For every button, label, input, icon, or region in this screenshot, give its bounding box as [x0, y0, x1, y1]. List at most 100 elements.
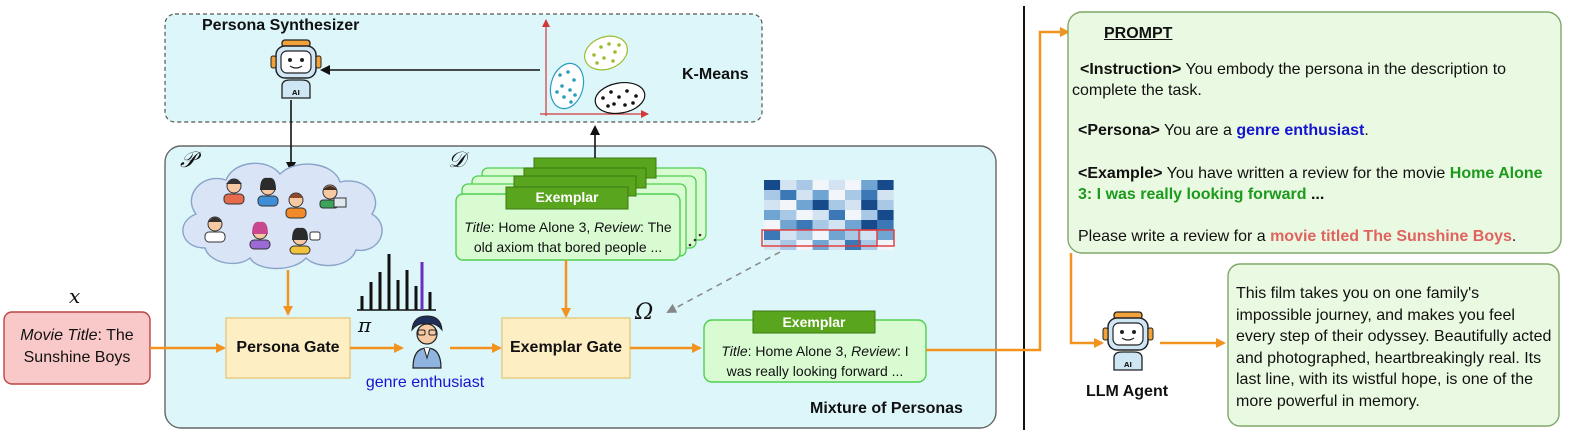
- synthesizer-title: Persona Synthesizer: [202, 17, 360, 34]
- request-end: .: [1511, 228, 1517, 245]
- heatmap-cell: [764, 180, 781, 190]
- exemplar-stack-tab: Exemplar: [535, 189, 599, 205]
- heatmap-cell: [780, 220, 797, 230]
- persona-avatars: [204, 177, 347, 255]
- persona-tag: <Persona>: [1078, 122, 1160, 139]
- heatmap-cell: [812, 230, 829, 240]
- selected-exemplar-text: Title: Home Alone 3, Review: I was reall…: [708, 341, 922, 381]
- selected-persona-label: genre enthusiast: [365, 374, 485, 391]
- kmeans-scatter-icon: [540, 19, 649, 118]
- selected-exemplar-tab: [752, 310, 876, 334]
- heatmap-cell: [828, 220, 845, 230]
- heatmap-cell: [861, 190, 878, 200]
- heatmap-cell: [861, 230, 878, 240]
- heatmap-cell: [764, 210, 781, 220]
- selected-exemplar-tab-label: Exemplar: [782, 314, 846, 330]
- heatmap-cell: [828, 240, 845, 250]
- heatmap-cell: [764, 200, 781, 210]
- example-end: ...: [1306, 186, 1325, 203]
- heatmap-cell: [877, 240, 894, 250]
- persona-gate-label: Persona Gate: [236, 339, 340, 356]
- persona-avatar-icon: [285, 192, 307, 219]
- heatmap-cell: [796, 180, 813, 190]
- heatmap-cell: [764, 190, 781, 200]
- heatmap-cell: [796, 230, 813, 240]
- exemplar-review-value: : The old axiom that bored people ...: [473, 219, 672, 255]
- heatmap-cell: [780, 240, 797, 250]
- exemplar-gate-box: [501, 317, 631, 379]
- svg-text:AI: AI: [292, 89, 300, 97]
- heatmap-cell: [828, 200, 845, 210]
- selected-review-value: : I was really looking forward ...: [726, 343, 909, 379]
- prompt-to-agent-arrow: [1069, 253, 1104, 348]
- heatmap-cell: [764, 240, 781, 250]
- persona-avatar-icon: [289, 227, 321, 255]
- heatmap-cell: [845, 240, 862, 250]
- heatmap-cell: [845, 210, 862, 220]
- exemplar-review-key: Review: [594, 219, 641, 235]
- heatmap-cell: [812, 220, 829, 230]
- heatmap-cell: [780, 210, 797, 220]
- heatmap-cell: [796, 200, 813, 210]
- heatmap-cell: [845, 230, 862, 240]
- prompt-panel: [1067, 11, 1562, 254]
- svg-text:AI: AI: [1124, 361, 1132, 369]
- persona-value: genre enthusiast: [1236, 122, 1365, 139]
- prompt-heading: PROMPT: [1104, 25, 1173, 42]
- heatmap-cell: [780, 180, 797, 190]
- heatmap-cell: [780, 200, 797, 210]
- heatmap-cell: [861, 200, 878, 210]
- example-text: You have written a review for the movie: [1162, 165, 1450, 182]
- llm-agent-robot-icon: AI: [1102, 311, 1154, 371]
- exemplar-weight-heatmap: [764, 180, 894, 250]
- heatmap-cell: [828, 190, 845, 200]
- selected-review-key: Review: [851, 343, 898, 359]
- exemplar-weight-symbol: Ω: [635, 300, 654, 325]
- heatmap-cell: [861, 220, 878, 230]
- heatmap-cell: [764, 220, 781, 230]
- heatmap-cell: [812, 190, 829, 200]
- output-text: This film takes you on one family's impo…: [1236, 285, 1552, 410]
- heatmap-cell: [861, 180, 878, 190]
- instruction-text: You embody the persona in the descriptio…: [1072, 61, 1507, 99]
- heatmap-cell: [861, 240, 878, 250]
- example-tag: <Example>: [1078, 165, 1163, 182]
- selected-title-value: : Home Alone 3,: [747, 343, 852, 359]
- heatmap-cell: [845, 180, 862, 190]
- instruction-tag: <Instruction>: [1080, 61, 1182, 78]
- exemplar-to-prompt-arrow: [926, 27, 1070, 352]
- heatmap-cell: [764, 230, 781, 240]
- exemplar-stack-text: Title: Home Alone 3, Review: The old axi…: [456, 217, 680, 257]
- mixture-label: Mixture of Personas: [810, 400, 963, 417]
- agent-label: LLM Agent: [1086, 383, 1169, 400]
- genre-enthusiast-avatar-icon: [411, 315, 443, 369]
- output-panel: [1227, 263, 1560, 427]
- heatmap-cell: [812, 180, 829, 190]
- heatmap-cell: [877, 210, 894, 220]
- heatmap-cell: [828, 180, 845, 190]
- persona-set-symbol: 𝒫: [180, 148, 196, 173]
- persona-avatar-icon: [249, 221, 271, 250]
- heatmap-cell: [845, 190, 862, 200]
- persona-avatar-icon: [319, 184, 347, 209]
- heatmap-highlight-row: [761, 229, 895, 247]
- heatmap-cell: [812, 200, 829, 210]
- heatmap-cell: [796, 240, 813, 250]
- prompt-request: Please write a review for a movie titled…: [1078, 226, 1562, 247]
- heatmap-cell: [780, 190, 797, 200]
- persona-text: You are a: [1159, 122, 1237, 139]
- heatmap-cell: [877, 190, 894, 200]
- prompt-persona: <Persona> You are a genre enthusiast.: [1078, 120, 1558, 141]
- persona-avatar-icon: [204, 216, 226, 243]
- heatmap-cell: [796, 220, 813, 230]
- heatmap-cell: [828, 230, 845, 240]
- heatmap-cell: [845, 220, 862, 230]
- persona-weight-symbol: π: [358, 313, 372, 337]
- kmeans-label: K-Means: [682, 66, 749, 83]
- heatmap-cell: [877, 200, 894, 210]
- example-value: Home Alone 3: I was really looking forwa…: [1078, 165, 1543, 203]
- input-text: Movie Title: The Sunshine Boys: [4, 325, 150, 369]
- synthesizer-robot-icon: AI: [270, 39, 322, 99]
- heatmap-cell: [812, 240, 829, 250]
